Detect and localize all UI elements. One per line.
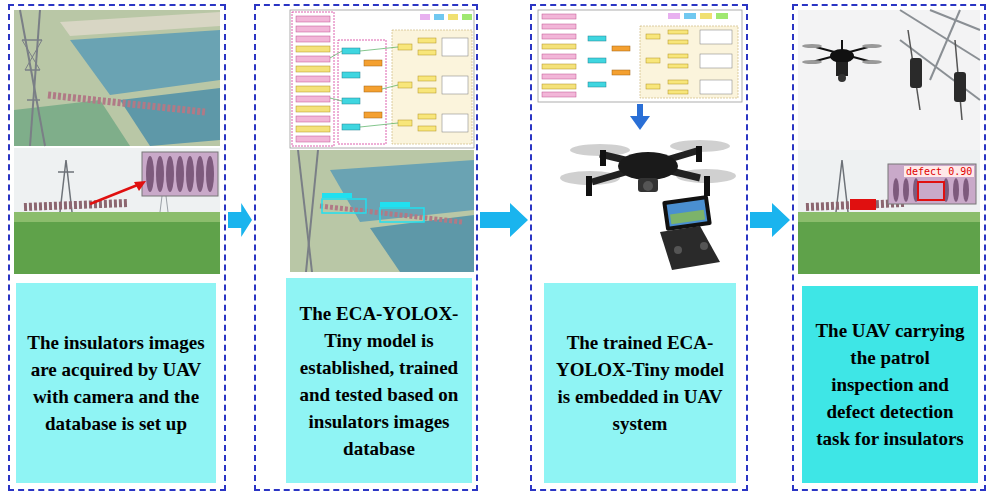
flow-arrow (750, 203, 790, 237)
flow-arrow (228, 203, 252, 237)
network-architecture (290, 10, 474, 148)
step-panel: The ECA-YOLOX-Tiny model is established,… (254, 4, 478, 491)
step-text: The trained ECA-YOLOX-Tiny model is embe… (550, 329, 730, 437)
step-text: The UAV carrying the patrol inspection a… (808, 317, 972, 452)
detection-photo (290, 150, 474, 272)
field-photo (14, 148, 220, 274)
defect-photo (798, 150, 980, 274)
inspection-photo (798, 10, 980, 150)
step-text: The insulators images are acquired by UA… (22, 329, 210, 437)
step-text: The ECA-YOLOX-Tiny model is established,… (292, 300, 466, 462)
text-box: The UAV carrying the patrol inspection a… (802, 286, 978, 483)
detection-label: defect 0.90 (904, 166, 974, 177)
drone-picture (560, 140, 736, 270)
down-arrow (630, 104, 650, 130)
text-box: The insulators images are acquired by UA… (16, 283, 216, 483)
step-panel: The insulators images are acquired by UA… (8, 4, 226, 491)
step-panel: The UAV carrying the patrol inspection a… (792, 4, 986, 491)
text-box: The ECA-YOLOX-Tiny model is established,… (286, 278, 472, 483)
flow-arrow (480, 203, 528, 237)
step-panel: The trained ECA-YOLOX-Tiny model is embe… (530, 4, 748, 491)
aerial-photo (14, 10, 220, 146)
text-box: The trained ECA-YOLOX-Tiny model is embe… (544, 283, 736, 483)
network-architecture (538, 10, 742, 102)
